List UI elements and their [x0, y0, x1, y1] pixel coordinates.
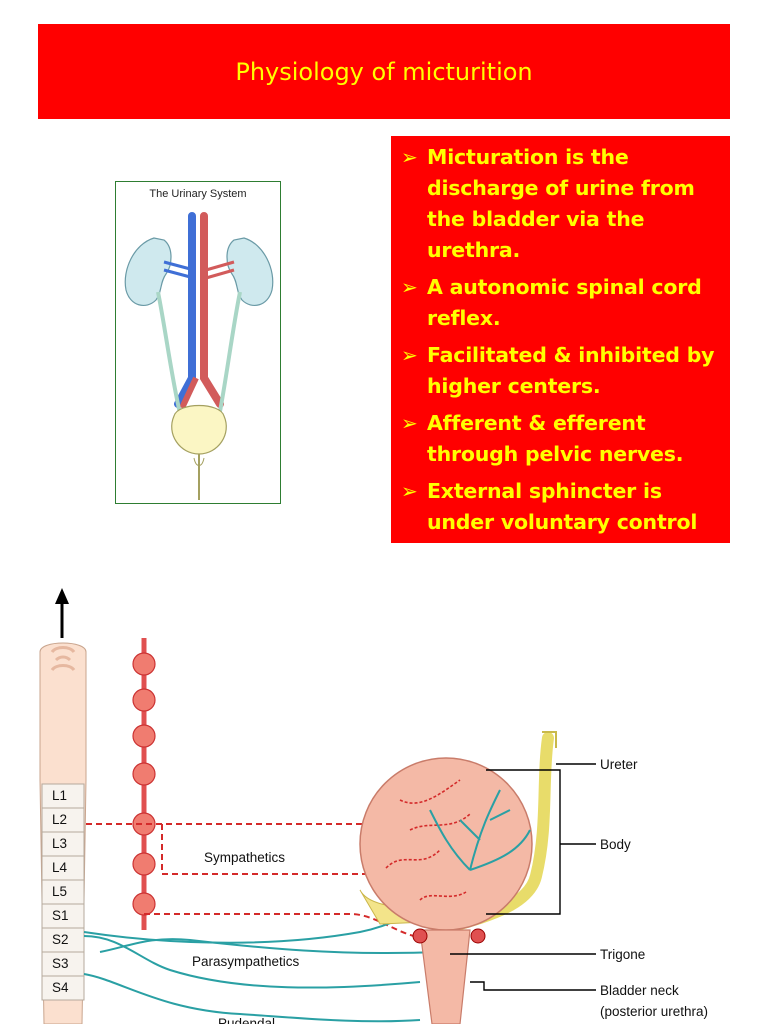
bullet-item: ➢Afferent & efferent through pelvic nerv… — [399, 408, 722, 470]
label-leaders — [450, 763, 596, 991]
bladder-innervation-diagram: L1 L2 L3 L4 L5 S1 S2 S3 S4 — [39, 588, 708, 1024]
title-banner: Physiology of micturition — [38, 24, 730, 119]
ureter-label: Ureter — [600, 757, 638, 772]
segment-label: L2 — [52, 812, 67, 827]
bladder-neck-sublabel: (posterior urethra) — [600, 1004, 708, 1019]
parasympathetics-label: Parasympathetics — [192, 954, 300, 969]
bladder-neck-label: Bladder neck — [600, 983, 679, 998]
arrow-bullet-icon: ➢ — [401, 275, 418, 299]
arrow-bullet-icon: ➢ — [401, 411, 418, 435]
ureter-tip — [542, 731, 557, 748]
segment-label: L4 — [52, 860, 68, 875]
bullet-item: ➢A autonomic spinal cord reflex. — [399, 272, 722, 334]
arrow-bullet-icon: ➢ — [401, 343, 418, 367]
segment-label: L5 — [52, 884, 67, 899]
bullet-item: ➢Micturation is the discharge of urine f… — [399, 142, 722, 266]
key-points-box: ➢Micturation is the discharge of urine f… — [391, 136, 730, 543]
urinary-figure-caption: The Urinary System — [149, 188, 247, 200]
segment-label: L3 — [52, 836, 67, 851]
bullet-item: ➢External sphincter is under voluntary c… — [399, 476, 722, 538]
key-points-list: ➢Micturation is the discharge of urine f… — [399, 142, 722, 538]
trigone-label: Trigone — [600, 947, 645, 962]
segment-label: S1 — [52, 908, 69, 923]
segment-label: L1 — [52, 788, 67, 803]
body-label: Body — [600, 837, 631, 852]
segment-label: S3 — [52, 956, 69, 971]
urinary-system-illustration — [124, 212, 274, 500]
urinary-system-figure: The Urinary System — [115, 181, 281, 504]
up-arrow-icon — [55, 588, 69, 638]
arrow-bullet-icon: ➢ — [401, 479, 418, 503]
bullet-item: ➢Facilitated & inhibited by higher cente… — [399, 340, 722, 402]
arrow-bullet-icon: ➢ — [401, 145, 418, 169]
sympathetic-chain — [132, 638, 156, 930]
segment-label: S2 — [52, 932, 69, 947]
pudendal-label: Pudendal — [218, 1016, 275, 1024]
sympathetics-label: Sympathetics — [204, 850, 285, 865]
segment-label: S4 — [52, 980, 69, 995]
slide-title: Physiology of micturition — [235, 57, 533, 86]
spinal-segment-boxes — [41, 783, 85, 1001]
